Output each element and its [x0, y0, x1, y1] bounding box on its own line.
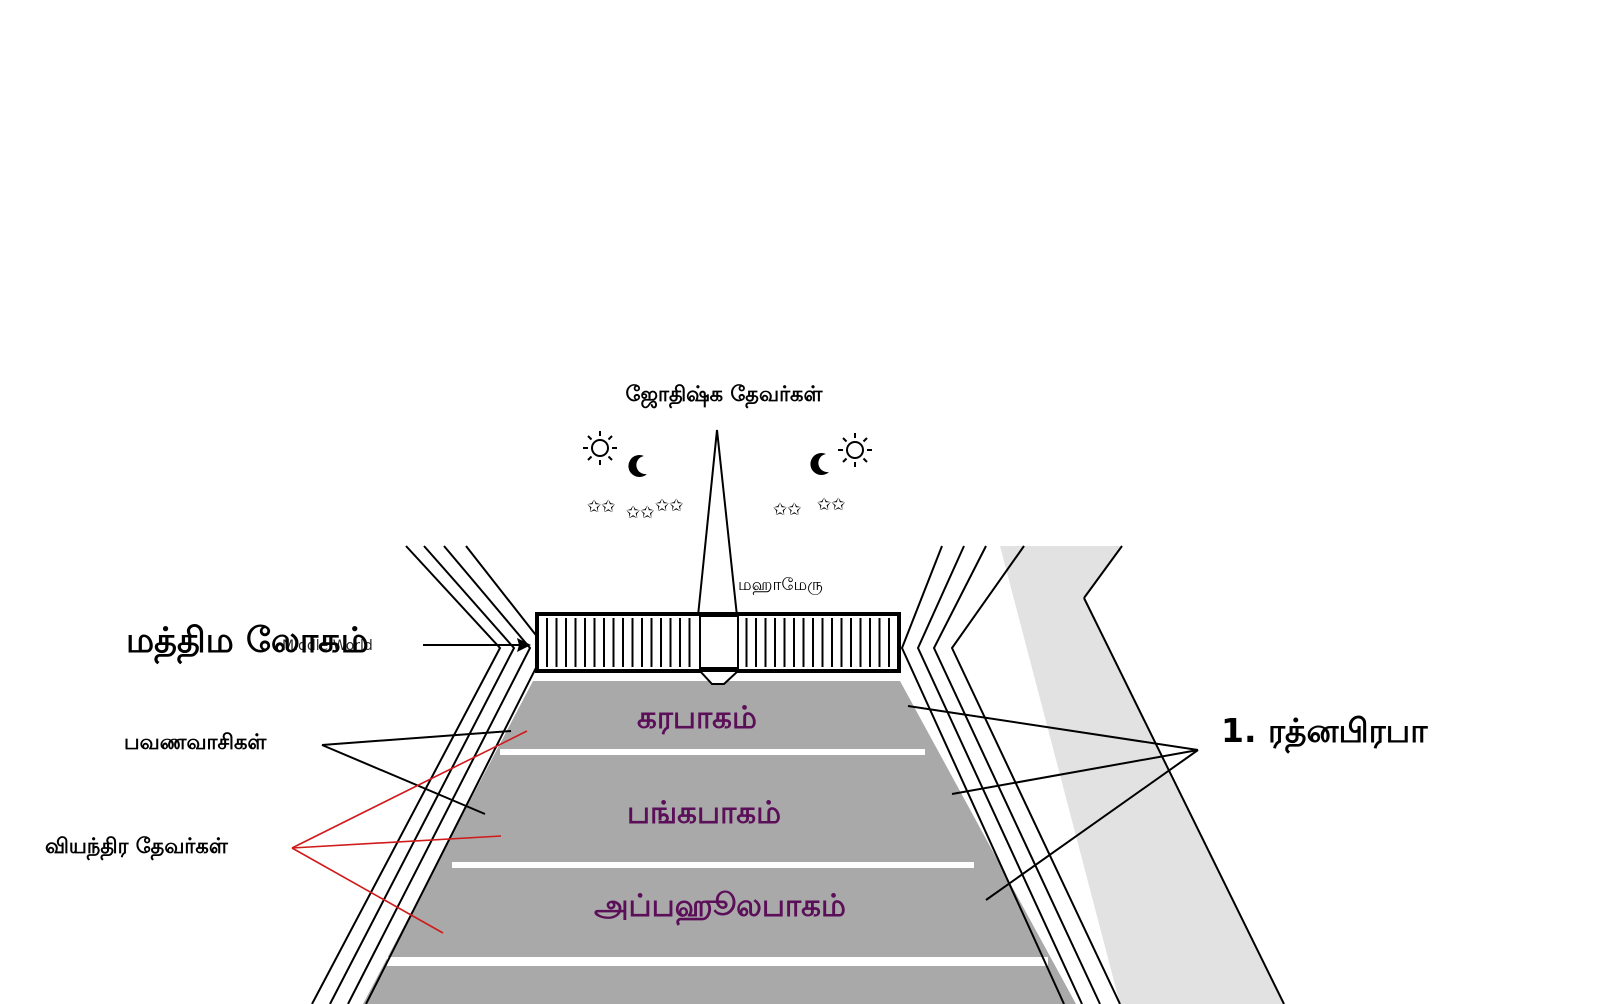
svg-text:✩✩: ✩✩: [773, 500, 802, 520]
sun-icon: [838, 433, 872, 467]
sun-icon: [583, 431, 617, 465]
star-icon: ✩✩ ✩✩ ✩✩ ✩✩ ✩✩: [587, 495, 846, 523]
svg-text:✩✩: ✩✩: [655, 496, 684, 516]
leader-lines-black: [321, 644, 1199, 901]
right-pillar: [1000, 546, 1284, 1004]
meru-base: [699, 615, 739, 669]
left-boundary-lines: [311, 545, 548, 1004]
meru-label: மஹாமேரு: [738, 575, 823, 595]
svg-text:✩✩: ✩✩: [626, 503, 655, 523]
layer-divider-1: [500, 749, 925, 755]
layer-divider-3: [387, 957, 1048, 966]
svg-text:✩✩: ✩✩: [817, 495, 846, 515]
earth-layers-body: [363, 681, 1076, 1004]
layer-divider-2: [452, 862, 974, 868]
page-title: ஜோதிஷ்க தேவர்கள்: [626, 382, 824, 409]
layer-label-abbahulabhaga: அப்பஹூலபாகம்: [594, 888, 846, 926]
arrowhead: [517, 638, 531, 652]
vyantara-label: வியந்திர தேவர்கள்: [45, 834, 229, 861]
ratnaprabha-label: 1. ரத்னபிரபா: [1221, 711, 1428, 754]
right-boundary-lines: [900, 545, 1121, 1004]
leader-lines-red: [291, 730, 528, 934]
meru-root: [697, 670, 741, 685]
middle-world-rail: [546, 618, 890, 667]
layer-label-kharabhaga: கரபாகம்: [637, 700, 757, 736]
right-pillar-top-edge: [1083, 545, 1123, 599]
moon-icon: [628, 455, 647, 478]
meru-spire: [696, 429, 739, 617]
middle-world-overlay-label: Middle World: [282, 638, 373, 654]
right-pillar-edge: [1083, 597, 1285, 1004]
bhavanavasi-label: பவணவாசிகள்: [124, 730, 267, 754]
middle-world-label: மத்திம லோகம்: [126, 621, 369, 664]
moon-icon: [810, 453, 829, 476]
layer-label-pankabhaga: பங்கபாகம்: [627, 795, 781, 831]
svg-text:✩✩: ✩✩: [587, 497, 616, 517]
